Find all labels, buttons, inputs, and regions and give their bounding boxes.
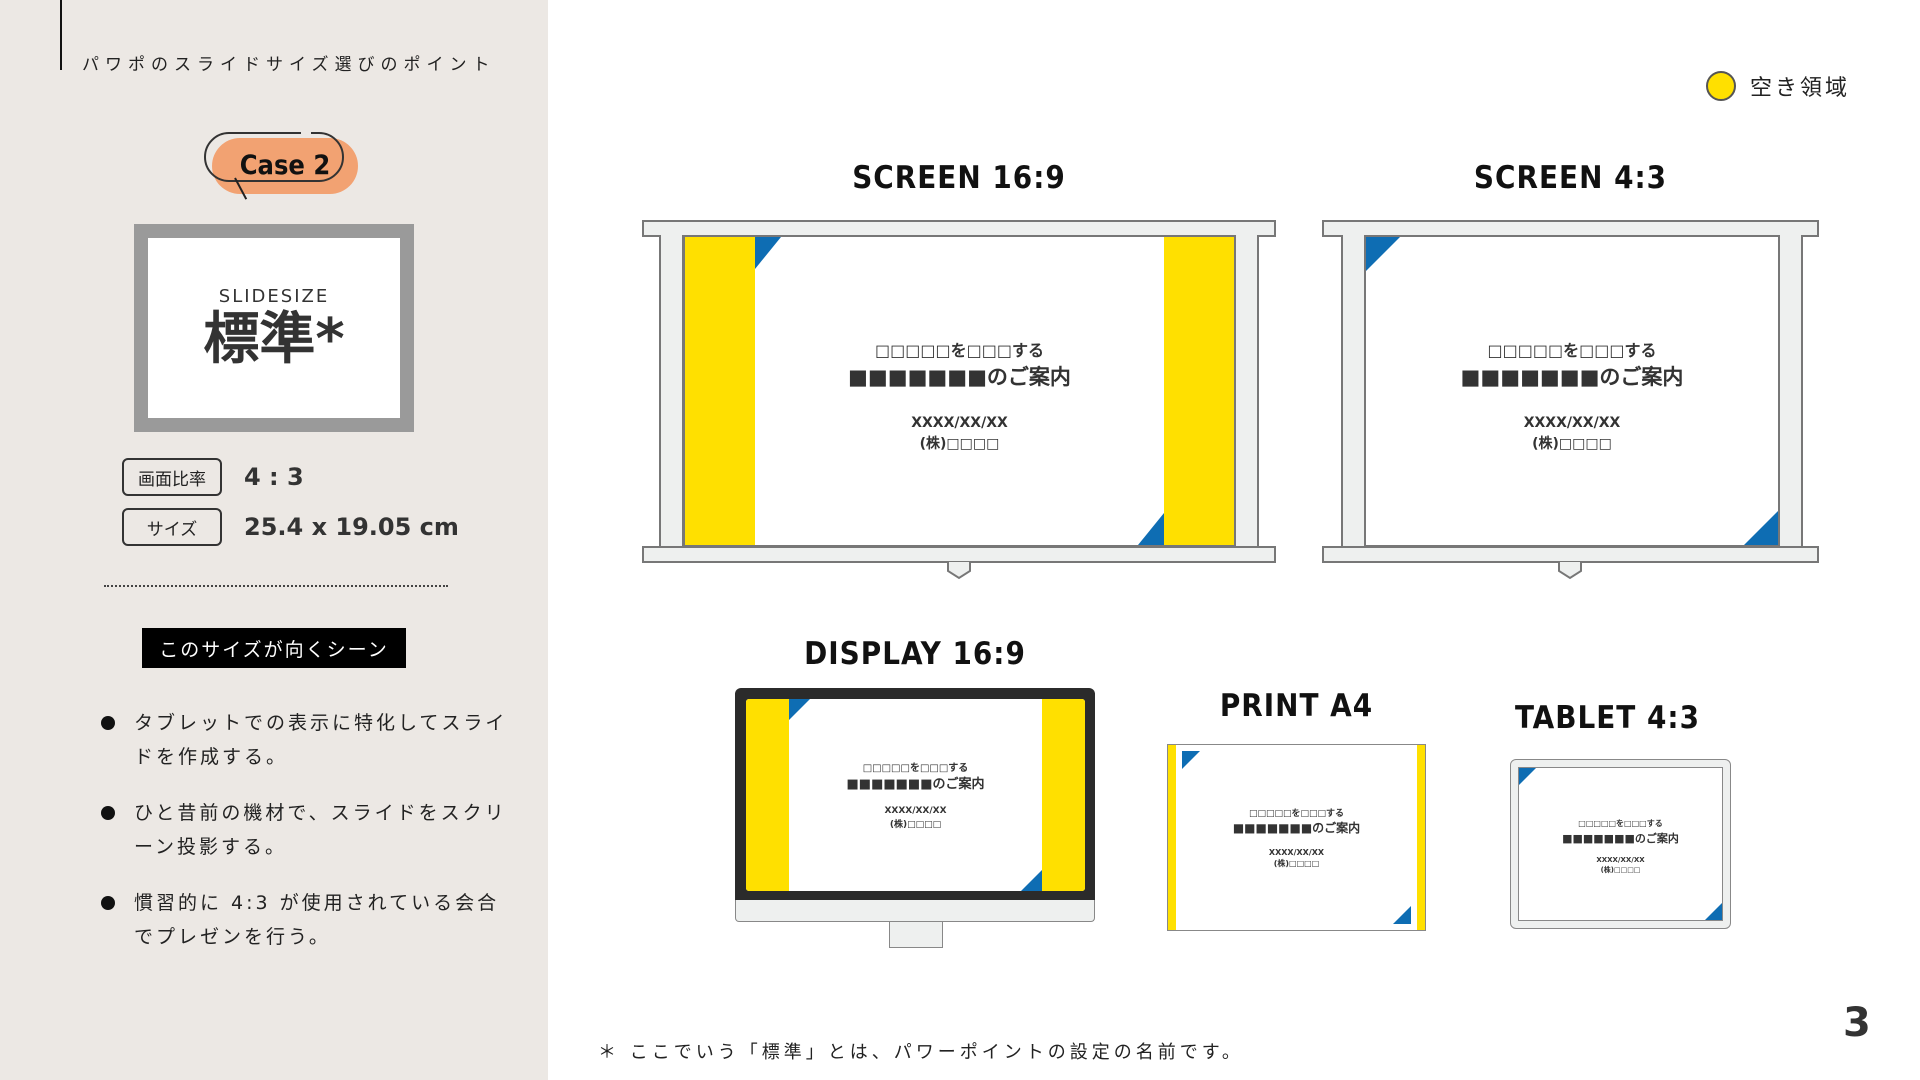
title-rule (60, 0, 62, 70)
slidesize-card: SLIDESIZE 標準* (134, 224, 414, 432)
screen-4-3-illustration: □□□□□を□□□する ■■■■■■■のご案内 XXXX/XX/XX (株)□□… (1322, 220, 1819, 580)
screen-16-9-title: SCREEN 16:9 (852, 160, 1066, 196)
slide-line4: (株)□□□□ (1532, 436, 1612, 452)
case-badge-gap (301, 129, 311, 135)
bullet-icon (101, 896, 115, 910)
pull-handle-icon (1558, 562, 1582, 580)
projector-bottom-bar (1322, 546, 1819, 563)
list-item: ひと昔前の機材で、スライドをスクリーン投影する。 (100, 796, 520, 864)
list-item: 慣習的に 4:3 が使用されている会合でプレゼンを行う。 (100, 886, 520, 954)
empty-area-left (685, 237, 755, 545)
projector-leg-left (1341, 235, 1366, 547)
slide-line3: XXXX/XX/XX (1596, 856, 1645, 864)
slide-line2: ■■■■■■■のご案内 (1232, 821, 1361, 835)
slide-line1: □□□□□を□□□する (1487, 341, 1657, 360)
corner-triangle-icon (1021, 870, 1042, 891)
screen-16-9-illustration: □□□□□を□□□する ■■■■■■■のご案内 XXXX/XX/XX (株)□□… (642, 220, 1276, 580)
list-item-text: タブレットでの表示に特化してスライドを作成する。 (134, 712, 508, 768)
corner-triangle-icon (789, 699, 810, 720)
pull-handle-icon (947, 562, 971, 580)
case-badge: Case 2 (204, 129, 358, 200)
corner-triangle-icon (1393, 906, 1411, 924)
case-badge-label: Case 2 (239, 150, 331, 181)
footnote: ＊ ここでいう「標準」とは、パワーポイントの設定の名前です。 (598, 1042, 1244, 1063)
case-badge-outline (204, 132, 344, 182)
empty-area-left (746, 699, 789, 891)
slide-line2: ■■■■■■■のご案内 (1460, 365, 1684, 389)
slide-line3: XXXX/XX/XX (884, 806, 947, 816)
bullet-icon (101, 806, 115, 820)
corner-triangle-icon (1705, 903, 1722, 920)
page-heading: パワポのスライドサイズ選びのポイント (82, 55, 496, 75)
corner-triangle-icon (1182, 751, 1200, 769)
slide-line2: ■■■■■■■のご案内 (846, 777, 985, 792)
slide-line4: (株)□□□□ (889, 820, 942, 830)
bullet-icon (101, 716, 115, 730)
corner-triangle-icon (755, 237, 781, 269)
monitor-chin (735, 900, 1095, 922)
slide-preview: □□□□□を□□□する ■■■■■■■のご案内 XXXX/XX/XX (株)□□… (746, 699, 1085, 891)
spec-row-ratio: 画面比率 4 : 3 (122, 458, 304, 496)
slide-preview: □□□□□を□□□する ■■■■■■■のご案内 XXXX/XX/XX (株)□□… (1364, 235, 1780, 547)
slide-line3: XXXX/XX/XX (1523, 415, 1621, 431)
slide-line1: □□□□□を□□□する (1248, 809, 1345, 819)
spec-value-size: 25.4 x 19.05 cm (244, 513, 459, 541)
corner-triangle-icon (1519, 768, 1536, 785)
projector-leg-right (1778, 235, 1803, 547)
tablet-4-3-illustration: □□□□□を□□□する ■■■■■■■のご案内 XXXX/XX/XX (株)□□… (1510, 759, 1731, 929)
legend-label: 空き領域 (1750, 76, 1851, 101)
list-item-text: 慣習的に 4:3 が使用されている会合でプレゼンを行う。 (134, 892, 500, 948)
legend: 空き領域 (1706, 70, 1850, 102)
projector-leg-right (1234, 235, 1259, 547)
tablet-4-3-title: TABLET 4:3 (1515, 700, 1700, 736)
slide-line4: (株)□□□□ (1600, 866, 1641, 874)
slide-preview: □□□□□を□□□する ■■■■■■■のご案内 XXXX/XX/XX (株)□□… (1518, 767, 1723, 921)
slide-line3: XXXX/XX/XX (1268, 848, 1325, 857)
slide-line4: (株)□□□□ (919, 436, 1000, 452)
scene-label: このサイズが向くシーン (142, 628, 406, 668)
empty-area-left (1168, 745, 1176, 930)
spec-row-size: サイズ 25.4 x 19.05 cm (122, 508, 459, 546)
slide-line1: □□□□□を□□□する (862, 763, 969, 774)
print-a4-illustration: □□□□□を□□□する ■■■■■■■のご案内 XXXX/XX/XX (株)□□… (1167, 744, 1426, 931)
dotted-divider (104, 585, 448, 587)
slidesize-card-sub: SLIDESIZE (218, 285, 330, 307)
projector-bottom-bar (642, 546, 1276, 563)
screen-4-3-title: SCREEN 4:3 (1473, 160, 1668, 196)
empty-area-right (1417, 745, 1425, 930)
monitor-stand (889, 922, 943, 948)
corner-triangle-icon (1366, 237, 1400, 271)
scene-bullet-list: タブレットでの表示に特化してスライドを作成する。 ひと昔前の機材で、スライドをス… (100, 706, 520, 976)
display-16-9-illustration: □□□□□を□□□する ■■■■■■■のご案内 XXXX/XX/XX (株)□□… (735, 688, 1095, 950)
corner-triangle-icon (1744, 511, 1778, 545)
empty-area-right (1042, 699, 1085, 891)
spec-tag-ratio: 画面比率 (122, 458, 222, 496)
empty-area-right (1164, 237, 1234, 545)
page-number: 3 (1843, 1000, 1871, 1046)
corner-triangle-icon (1138, 513, 1164, 545)
slidesize-card-inner: SLIDESIZE 標準* (148, 238, 400, 418)
slide-line1: □□□□□を□□□する (875, 341, 1044, 360)
slide-line2: ■■■■■■■のご案内 (848, 365, 1071, 389)
slide-preview: □□□□□を□□□する ■■■■■■■のご案内 XXXX/XX/XX (株)□□… (683, 235, 1236, 547)
yellow-circle-icon (1706, 71, 1736, 101)
print-a4-title: PRINT A4 (1219, 688, 1374, 724)
spec-tag-size: サイズ (122, 508, 222, 546)
slidesize-card-main: 標準* (203, 306, 345, 372)
display-16-9-title: DISPLAY 16:9 (804, 636, 1026, 672)
list-item: タブレットでの表示に特化してスライドを作成する。 (100, 706, 520, 774)
slide-line3: XXXX/XX/XX (911, 415, 1008, 431)
slide-line1: □□□□□を□□□する (1578, 819, 1663, 828)
slide-line2: ■■■■■■■のご案内 (1562, 832, 1679, 845)
spec-value-ratio: 4 : 3 (244, 463, 304, 491)
slide-line4: (株)□□□□ (1273, 859, 1320, 868)
projector-leg-left (659, 235, 684, 547)
list-item-text: ひと昔前の機材で、スライドをスクリーン投影する。 (134, 802, 507, 858)
